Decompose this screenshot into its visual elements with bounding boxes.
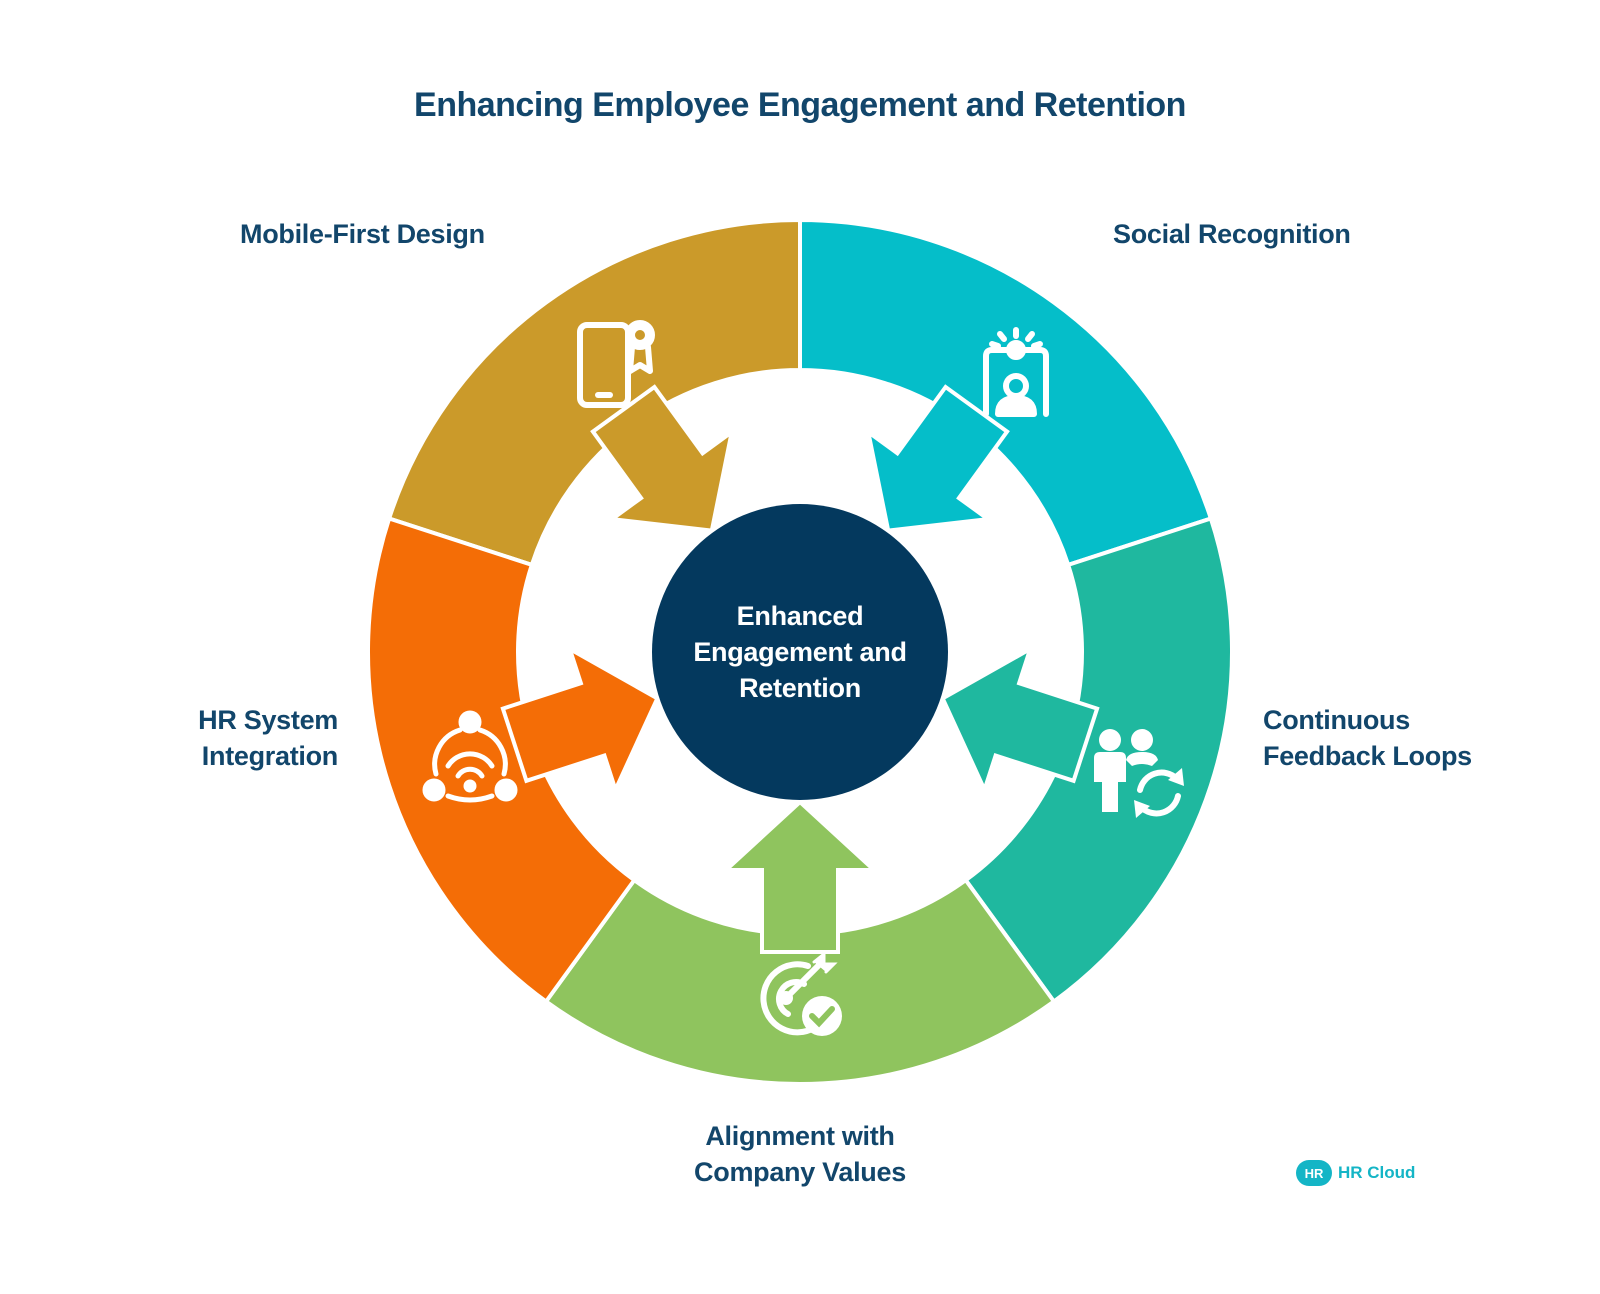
page-title: Enhancing Employee Engagement and Retent… bbox=[414, 86, 1186, 124]
center-label: Enhanced Engagement and Retention bbox=[693, 601, 907, 703]
brand-logo: HR HR Cloud bbox=[1296, 1160, 1415, 1186]
arrow-social bbox=[865, 384, 1010, 533]
arrow-hr bbox=[500, 644, 660, 796]
cloud-badge-icon: HR bbox=[1296, 1160, 1332, 1186]
label-continuous-feedback-loops: Continuous Feedback Loops bbox=[1263, 705, 1472, 771]
brand-name: HR Cloud bbox=[1338, 1163, 1416, 1182]
arrow-align bbox=[720, 799, 880, 954]
label-alignment-company-values: Alignment with Company Values bbox=[694, 1121, 906, 1187]
segment-hr bbox=[365, 515, 638, 1005]
label-hr-system-integration: HR System Integration bbox=[198, 705, 338, 771]
target-check-icon bbox=[760, 950, 842, 1036]
network-wifi-icon bbox=[422, 710, 518, 803]
spotlight-person-icon bbox=[983, 327, 1049, 417]
tablet-award-icon bbox=[577, 320, 655, 408]
arrow-mobile bbox=[590, 384, 735, 533]
label-social-recognition: Social Recognition bbox=[1113, 219, 1351, 249]
center-circle bbox=[652, 504, 948, 800]
label-mobile-first-design: Mobile-First Design bbox=[240, 219, 485, 249]
inward-arrows bbox=[500, 384, 1100, 954]
segment-mobile bbox=[386, 217, 802, 568]
arrow-feedback bbox=[940, 644, 1100, 796]
people-refresh-icon bbox=[1094, 729, 1184, 818]
segment-icons bbox=[422, 320, 1184, 1036]
